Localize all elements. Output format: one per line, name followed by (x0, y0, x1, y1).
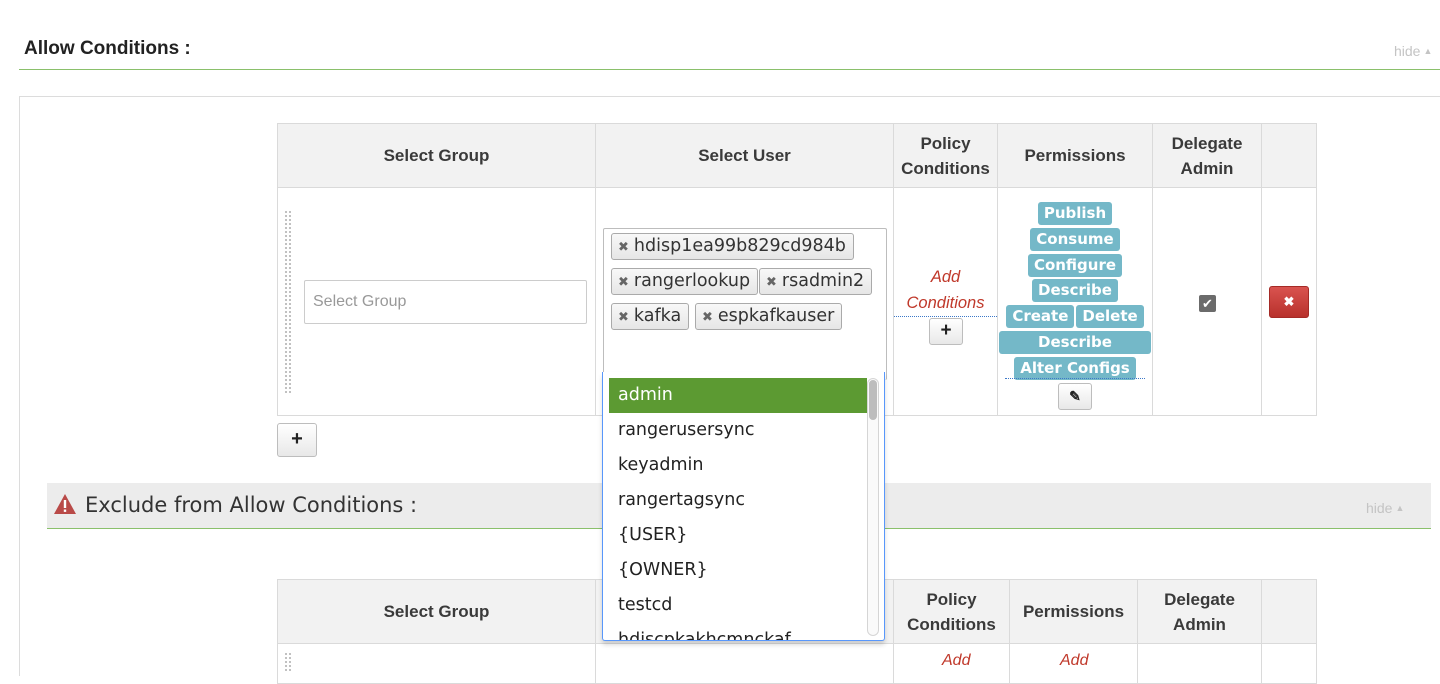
header-delegate-admin: Delegate Admin (1152, 123, 1262, 188)
table-row: ✖ hdisp1ea99b829cd984b ✖ rangerlookup ✖ rsa… (277, 187, 1317, 416)
remove-chip-icon[interactable]: ✖ (618, 275, 629, 290)
warning-icon (54, 494, 76, 514)
user-chip-label: kafka (633, 306, 682, 326)
dropdown-option[interactable]: {USER} (618, 525, 688, 545)
add-condition-button[interactable]: + (929, 318, 963, 345)
select-user-input[interactable]: ✖ hdisp1ea99b829cd984b ✖ rangerlookup ✖ rsa… (603, 228, 887, 380)
header-select-group: Select Group (277, 123, 596, 188)
header-policy-conditions: Policy Conditions (893, 123, 998, 188)
allow-hide-label: hide (1394, 43, 1421, 59)
exclude-header-permissions: Permissions (1009, 579, 1138, 644)
add-conditions-label-1: Add (930, 268, 961, 286)
permission-tag: Alter Configs (1014, 356, 1136, 380)
permission-tag: Create (1006, 305, 1075, 329)
permissions-underline (1005, 378, 1145, 379)
pencil-icon: ✎ (1069, 388, 1081, 404)
drag-handle-icon[interactable] (284, 652, 292, 672)
exclude-delegate-admin-cell (1137, 643, 1262, 684)
allow-conditions-title: Allow Conditions : (24, 38, 191, 59)
permission-tag: Describe Configs (999, 330, 1151, 374)
remove-chip-icon[interactable]: ✖ (702, 310, 713, 325)
caret-up-icon: ▲ (1423, 46, 1433, 56)
user-chip-label: espkafkauser (717, 306, 835, 326)
header-permissions: Permissions (997, 123, 1153, 188)
exclude-header-delegate-admin: Delegate Admin (1137, 579, 1262, 644)
dropdown-option[interactable]: {OWNER} (618, 560, 708, 580)
remove-chip-icon[interactable]: ✖ (618, 310, 629, 325)
permission-tag: Publish (1037, 202, 1113, 225)
group-cell (277, 187, 596, 416)
policy-conditions-cell: Add Conditions + (893, 187, 998, 416)
exclude-header-actions (1261, 579, 1317, 644)
exclude-title: Exclude from Allow Conditions : (85, 493, 418, 517)
exclude-hide-toggle[interactable]: hide▲ (1366, 500, 1404, 516)
allow-conditions-table: Select Group Select User Policy Conditio… (277, 123, 1317, 416)
exclude-user-cell (595, 643, 894, 684)
delegate-admin-cell: ✔ (1152, 187, 1262, 416)
header-actions (1261, 123, 1317, 188)
exclude-permissions-cell: Add (1009, 643, 1138, 684)
permissions-cell: Publish Consume Configure Describe Creat… (997, 187, 1153, 416)
user-chip: ✖ rangerlookup (611, 268, 759, 295)
user-chip: ✖ kafka (611, 303, 690, 330)
exclude-delete-cell (1261, 643, 1317, 684)
table-row: Add Add (277, 643, 1317, 684)
user-chip-label: rangerlookup (633, 271, 751, 291)
allow-panel (19, 96, 1440, 676)
add-conditions-label-2: Conditions (894, 290, 997, 317)
add-row-button[interactable]: + (277, 423, 317, 457)
select-group-input[interactable] (304, 280, 587, 324)
user-chip-label: rsadmin2 (781, 271, 865, 291)
exclude-header-policy-conditions: Policy Conditions (893, 579, 1010, 644)
permission-tag: Describe (1032, 279, 1118, 303)
dropdown-scrollbar[interactable] (867, 378, 879, 636)
header-select-user: Select User (595, 123, 894, 188)
dropdown-scroll-thumb[interactable] (869, 380, 877, 420)
permission-tag: Delete (1076, 305, 1144, 329)
caret-up-icon: ▲ (1395, 503, 1405, 513)
dropdown-option[interactable]: hdiscpkakhcmnckaf (618, 630, 791, 641)
add-permissions-link[interactable]: Add (1060, 652, 1089, 669)
exclude-header-select-group: Select Group (277, 579, 596, 644)
dropdown-option[interactable]: rangerusersync (618, 420, 755, 440)
permission-tag: Consume (1030, 227, 1120, 251)
user-chip: ✖ hdisp1ea99b829cd984b (611, 233, 854, 260)
dropdown-option[interactable]: admin (609, 378, 867, 413)
close-icon: ✖ (1283, 294, 1295, 309)
drag-handle-icon[interactable] (284, 210, 292, 394)
delete-row-button[interactable]: ✖ (1269, 286, 1309, 318)
exclude-policy-conditions-cell: Add (893, 643, 1010, 684)
delegate-admin-checkbox[interactable]: ✔ (1199, 295, 1216, 312)
dropdown-option[interactable]: rangertagsync (618, 490, 745, 510)
exclude-group-cell (277, 643, 596, 684)
allow-hide-toggle[interactable]: hide▲ (1394, 43, 1432, 59)
permission-tag: Configure (1027, 253, 1123, 277)
add-conditions-link[interactable]: Add Conditions (894, 264, 997, 317)
remove-chip-icon[interactable]: ✖ (618, 240, 629, 255)
user-chip-label: hdisp1ea99b829cd984b (633, 236, 846, 256)
delete-cell: ✖ (1261, 187, 1317, 416)
allow-divider (19, 69, 1440, 70)
exclude-hide-label: hide (1366, 500, 1393, 516)
user-chip: ✖ espkafkauser (695, 303, 843, 330)
remove-chip-icon[interactable]: ✖ (766, 275, 777, 290)
dropdown-option[interactable]: keyadmin (618, 455, 704, 475)
permissions-list: Publish Consume Configure Describe Creat… (998, 202, 1152, 383)
add-conditions-link[interactable]: Add (942, 652, 971, 669)
user-dropdown-list: admin rangerusersync keyadmin rangertags… (602, 372, 885, 641)
dropdown-option[interactable]: testcd (618, 595, 673, 615)
user-chip: ✖ rsadmin2 (759, 268, 873, 295)
edit-permissions-button[interactable]: ✎ (1058, 383, 1092, 410)
